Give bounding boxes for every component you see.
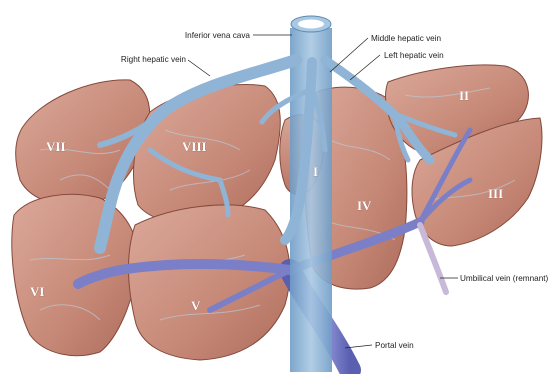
segment-label-ii: II bbox=[459, 88, 469, 103]
label-inferior-vena-cava: Inferior vena cava bbox=[185, 31, 251, 40]
segment-label-iv: IV bbox=[357, 198, 372, 213]
label-middle-hepatic-vein: Middle hepatic vein bbox=[371, 34, 442, 43]
segment-label-vii: VII bbox=[46, 139, 66, 154]
segment-label-vi: VI bbox=[30, 284, 44, 299]
segment-label-v: V bbox=[191, 298, 201, 313]
segment-label-i: I bbox=[313, 164, 318, 179]
segment-label-iii: III bbox=[488, 186, 503, 201]
label-left-hepatic-vein: Left hepatic vein bbox=[384, 51, 444, 60]
label-portal-vein: Portal vein bbox=[375, 341, 414, 350]
label-right-hepatic-vein: Right hepatic vein bbox=[121, 55, 187, 64]
segment-label-viii: VIII bbox=[182, 139, 207, 154]
label-umbilical-vein: Umbilical vein (remnant) bbox=[460, 274, 549, 283]
